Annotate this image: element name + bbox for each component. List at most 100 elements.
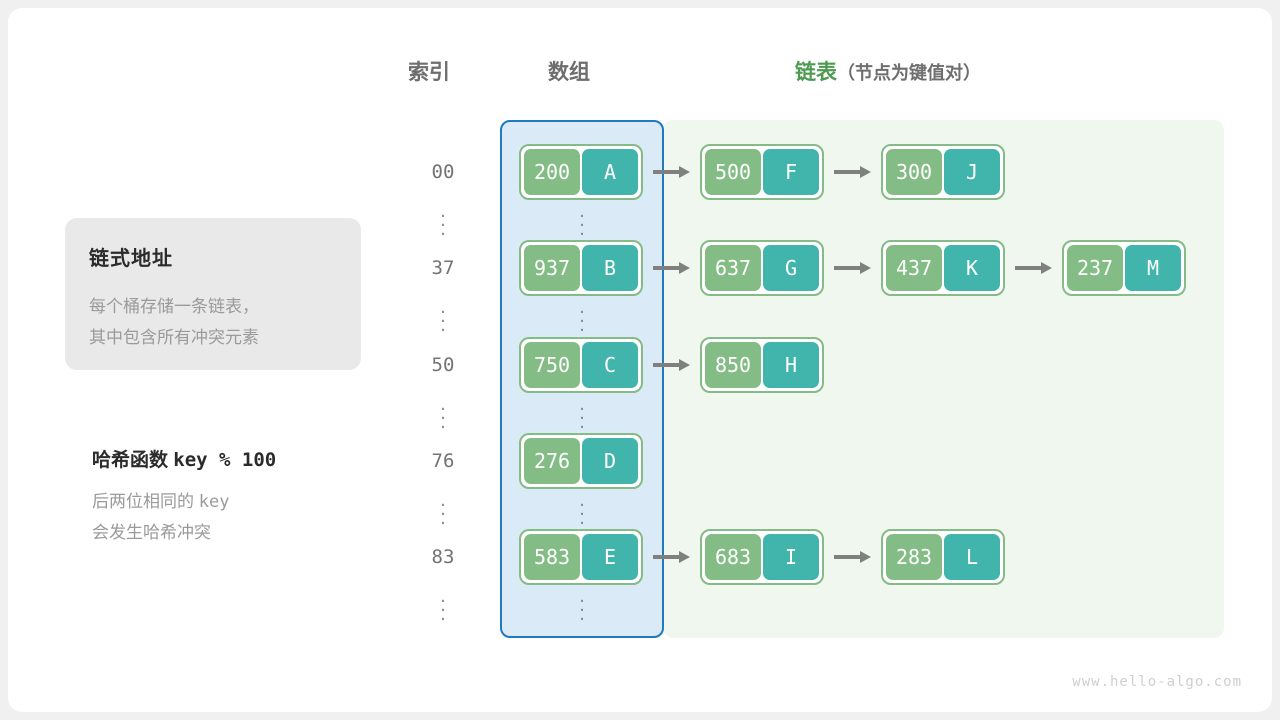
ellipsis-dot: . (440, 296, 446, 318)
ellipsis-dot: . (440, 305, 446, 327)
arrow-shaft (653, 363, 680, 367)
note-card-chaining: 链式地址 每个桶存储一条链表， 其中包含所有冲突元素 (65, 218, 361, 370)
pair-value-cell: E (582, 534, 638, 580)
bucket-index-label: 50 (431, 354, 455, 376)
pair-value-cell: M (1125, 245, 1181, 291)
ellipsis-dot: . (440, 603, 446, 625)
arrow-shaft (653, 555, 680, 559)
ellipsis-dot: . (579, 200, 585, 222)
pair-key-cell: 583 (524, 534, 580, 580)
ellipsis-dot: . (440, 498, 446, 520)
ellipsis-dot: . (440, 209, 446, 231)
ellipsis-dot: . (440, 393, 446, 415)
pair-key-cell: 283 (886, 534, 942, 580)
hash-note-line-1-code: key (198, 492, 230, 512)
chain-arrow-1-1 (834, 262, 871, 274)
arrow-head-icon (679, 551, 690, 563)
arrow-head-icon (1041, 262, 1052, 274)
array-ellipsis: ... (575, 490, 589, 528)
arrow-shaft (1015, 266, 1042, 270)
pair-key-cell: 276 (524, 438, 580, 484)
ellipsis-dot: . (579, 305, 585, 327)
pair-key-cell: 437 (886, 245, 942, 291)
pair-key-cell: 683 (705, 534, 761, 580)
pair-key-cell: 750 (524, 342, 580, 388)
pair-key-cell: 937 (524, 245, 580, 291)
arrow-shaft (834, 555, 861, 559)
array-ellipsis: ... (575, 393, 589, 432)
hash-note-line-1: 后两位相同的 key (92, 487, 229, 512)
arrow-shaft (653, 170, 680, 174)
array-ellipsis: ... (575, 586, 589, 624)
arrow-head-icon (860, 551, 871, 563)
chain-arrow-4-0 (653, 551, 690, 563)
ellipsis-dot: . (579, 498, 585, 520)
pair-value-cell: B (582, 245, 638, 291)
chain-arrow-0-1 (834, 166, 871, 178)
ellipsis-dot: . (440, 314, 446, 336)
pair-key-cell: 300 (886, 149, 942, 195)
array-ellipsis: ... (575, 200, 589, 240)
pair-value-cell: D (582, 438, 638, 484)
arrow-head-icon (860, 166, 871, 178)
ellipsis-dot: . (440, 585, 446, 607)
ellipsis-dot: . (579, 314, 585, 336)
bucket-index-label: 37 (431, 257, 455, 279)
chain-arrow-0-0 (653, 166, 690, 178)
ellipsis-dot: . (579, 393, 585, 415)
column-header-index: 索引 (408, 61, 450, 84)
arrow-head-icon (679, 166, 690, 178)
column-header-linked-list-sub: （节点为键值对） (837, 63, 981, 83)
ellipsis-dot: . (579, 594, 585, 616)
pair-value-cell: H (763, 342, 819, 388)
index-ellipsis: ... (436, 393, 450, 433)
index-ellipsis: ... (436, 585, 450, 625)
hash-function-expression: key % 100 (173, 449, 277, 471)
ellipsis-dot: . (440, 200, 446, 222)
pair-value-cell: I (763, 534, 819, 580)
ellipsis-dot: . (440, 489, 446, 511)
ellipsis-dot: . (579, 402, 585, 424)
pair-key-cell: 850 (705, 342, 761, 388)
pair-key-cell: 237 (1067, 245, 1123, 291)
note-card-line-2: 其中包含所有冲突元素 (89, 328, 259, 347)
pair-value-cell: C (582, 342, 638, 388)
ellipsis-dot: . (579, 296, 585, 318)
ellipsis-dot: . (440, 594, 446, 616)
pair-value-cell: J (944, 149, 1000, 195)
bucket-index-label: 76 (431, 450, 455, 472)
index-ellipsis: ... (436, 200, 450, 239)
hash-function-label: 哈希函数 (92, 450, 169, 471)
pair-value-cell: F (763, 149, 819, 195)
chain-arrow-4-1 (834, 551, 871, 563)
arrow-head-icon (679, 262, 690, 274)
ellipsis-dot: . (579, 218, 585, 240)
pair-value-cell: G (763, 245, 819, 291)
chain-arrow-1-2 (1015, 262, 1052, 274)
arrow-head-icon (679, 359, 690, 371)
hash-function-title: 哈希函数 key % 100 (92, 445, 276, 472)
note-card-title: 链式地址 (89, 248, 173, 270)
note-card-line-1: 每个桶存储一条链表， (89, 297, 259, 316)
ellipsis-dot: . (440, 402, 446, 424)
column-header-linked-list-main: 链表 (795, 61, 837, 84)
index-ellipsis: ... (436, 296, 450, 336)
pair-value-cell: K (944, 245, 1000, 291)
ellipsis-dot: . (440, 507, 446, 529)
array-ellipsis: ... (575, 296, 589, 336)
diagram-canvas: 索引 数组 链表（节点为键值对） 链式地址 每个桶存储一条链表， 其中包含所有冲… (8, 8, 1272, 712)
ellipsis-dot: . (440, 411, 446, 433)
chain-arrow-2-0 (653, 359, 690, 371)
